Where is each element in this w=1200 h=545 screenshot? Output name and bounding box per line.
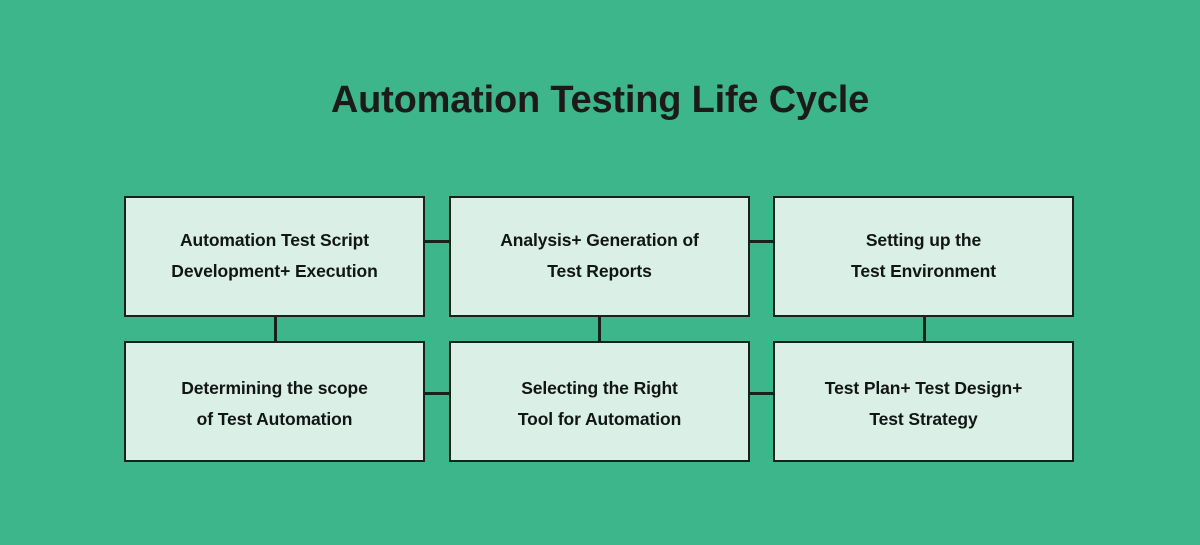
flow-box-label-line-2: Test Environment (851, 261, 996, 281)
flow-box-label: Determining the scope of Test Automation (126, 373, 423, 435)
connector-col2-row1-row2 (598, 317, 601, 341)
flow-box-label: Analysis+ Generation of Test Reports (451, 225, 748, 287)
flow-box-label: Automation Test Script Development+ Exec… (126, 225, 423, 287)
flow-box-label-line-1: Test Plan+ Test Design+ (824, 378, 1023, 398)
flow-box-setting-up-the-test-environment[interactable]: Setting up the Test Environment (773, 196, 1074, 317)
flow-box-label-line-2: of Test Automation (196, 409, 353, 429)
flow-box-label-line-2: Test Reports (547, 261, 652, 281)
flow-box-test-plan-test-design-test-strategy[interactable]: Test Plan+ Test Design+ Test Strategy (773, 341, 1074, 462)
flow-box-label: Setting up the Test Environment (775, 225, 1072, 287)
flow-box-label-line-1: Determining the scope (181, 378, 368, 398)
flow-box-label-line-1: Selecting the Right (521, 378, 678, 398)
flowchart-grid: Automation Test Script Development+ Exec… (124, 196, 1076, 464)
flow-box-label-line-1: Setting up the (865, 230, 982, 250)
flow-box-selecting-the-right-tool-for-automation[interactable]: Selecting the Right Tool for Automation (449, 341, 750, 462)
flow-box-automation-test-script-development-execution[interactable]: Automation Test Script Development+ Exec… (124, 196, 425, 317)
flow-box-determining-the-scope-of-test-automation[interactable]: Determining the scope of Test Automation (124, 341, 425, 462)
connector-row2-col1-col2 (425, 392, 449, 395)
flow-box-label-line-2: Test Strategy (869, 409, 978, 429)
connector-row2-col2-col3 (749, 392, 773, 395)
page-title: Automation Testing Life Cycle (330, 79, 870, 121)
flow-box-label-line-1: Analysis+ Generation of (500, 230, 699, 250)
flow-box-label-line-2: Development+ Execution (171, 261, 378, 281)
flow-box-label: Selecting the Right Tool for Automation (451, 373, 748, 435)
flow-box-label-line-2: Tool for Automation (517, 409, 682, 429)
connector-row1-col2-col3 (749, 240, 773, 243)
connector-col1-row1-row2 (274, 317, 277, 341)
connector-row1-col1-col2 (425, 240, 449, 243)
flow-box-analysis-generation-of-test-reports[interactable]: Analysis+ Generation of Test Reports (449, 196, 750, 317)
flow-box-label: Test Plan+ Test Design+ Test Strategy (775, 373, 1072, 435)
flow-box-label-line-1: Automation Test Script (179, 230, 369, 250)
connector-col3-row1-row2 (923, 317, 926, 341)
